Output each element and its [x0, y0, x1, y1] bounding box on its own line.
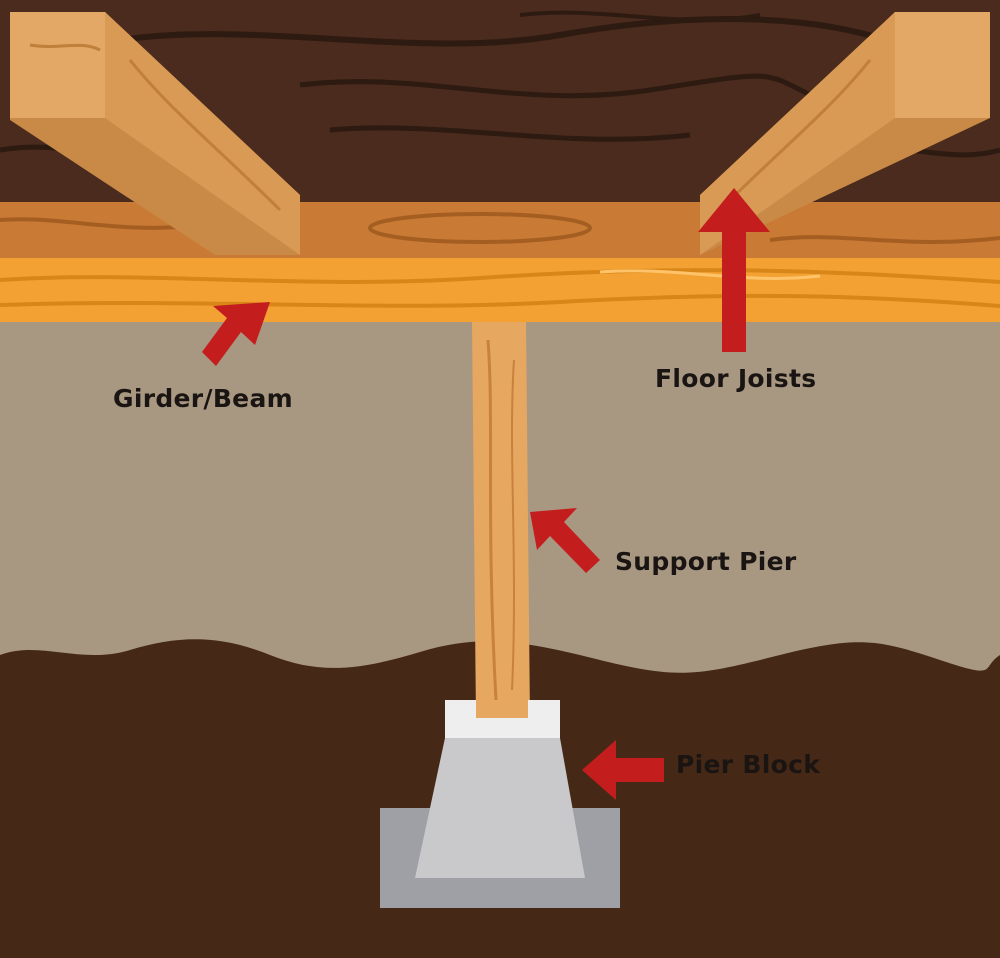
pier-block [380, 700, 620, 908]
floor-joist-left [10, 12, 300, 255]
label-support-pier: Support Pier [615, 547, 797, 576]
arrow-pier-block [582, 740, 664, 800]
label-floor-joists: Floor Joists [655, 364, 817, 393]
girder-beam [0, 258, 1000, 322]
arrow-girder [202, 302, 270, 366]
arrow-support-pier [530, 508, 600, 573]
floor-joist-right [700, 12, 990, 255]
support-pier-post [472, 322, 530, 720]
label-pier-block: Pier Block [676, 750, 821, 779]
label-girder-beam: Girder/Beam [113, 384, 293, 413]
arrow-floor-joists [698, 188, 770, 352]
